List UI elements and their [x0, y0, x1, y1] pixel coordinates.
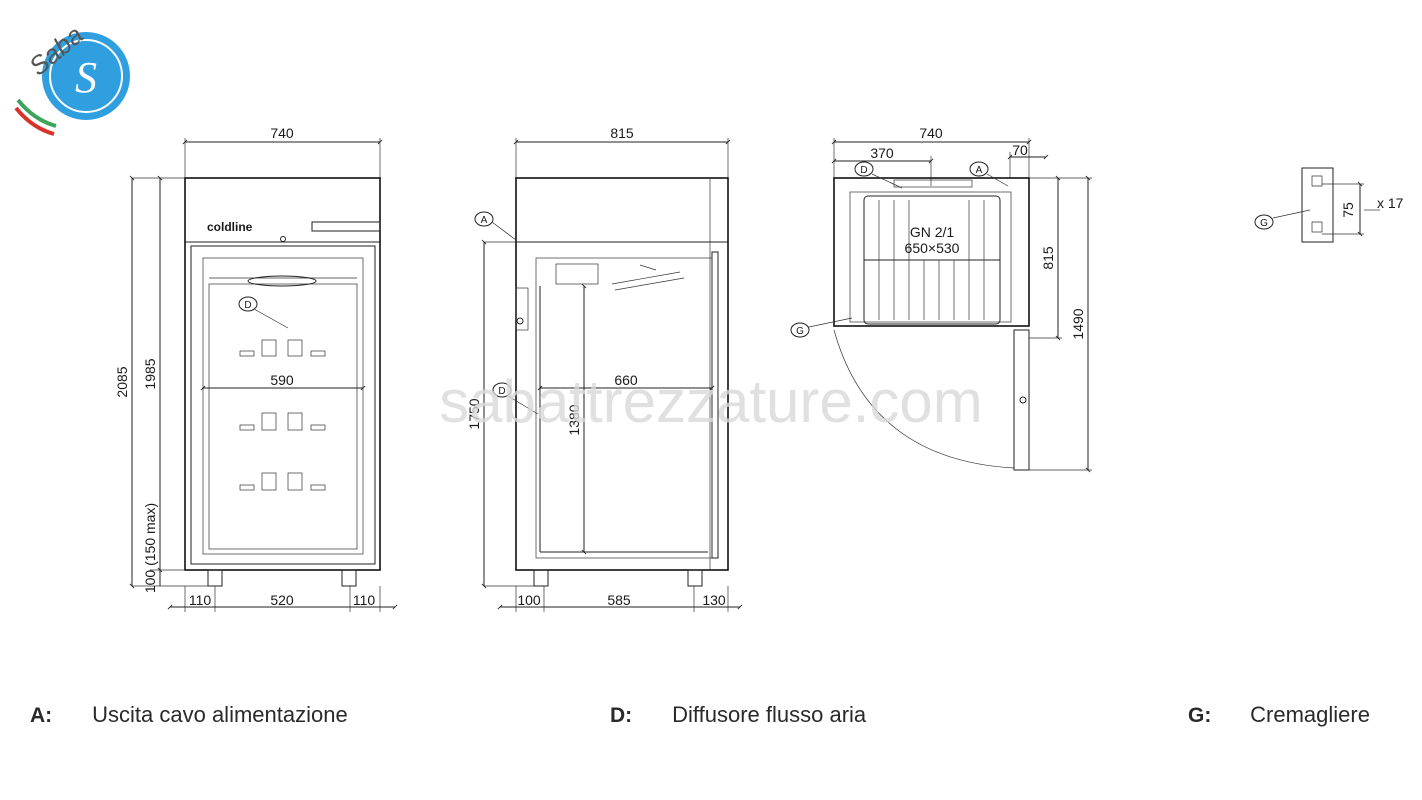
logo-circle: [42, 32, 130, 120]
side-inner-height-label: 1380: [566, 404, 582, 435]
top-diffuser: [893, 179, 973, 188]
side-evaporator: [555, 263, 599, 285]
side-foot-left: [533, 569, 549, 587]
logo-red-stripe: [14, 106, 55, 136]
side-label-a: A: [481, 215, 488, 226]
front-bottom-left-label: 110: [189, 592, 212, 608]
top-depth-open-label: 1490: [1070, 308, 1086, 339]
front-feet-height-label: 100 (150 max): [142, 503, 158, 593]
top-label-d: D: [860, 165, 867, 176]
rack-pitch-label: 75: [1340, 202, 1356, 218]
top-view: 740 370 70 GN 2/1 650×530 D A G: [790, 125, 1092, 473]
front-door: [190, 245, 376, 565]
top-grid-label-1: GN 2/1: [910, 224, 955, 240]
top-cabinet: [833, 177, 1030, 327]
legend-key-d: D:: [610, 704, 633, 727]
front-bottom-mid-label: 520: [270, 592, 294, 608]
front-width-label: 740: [270, 125, 294, 141]
rack-label-g: G: [1260, 218, 1268, 229]
front-foot-left: [207, 569, 223, 587]
side-height-label: 1750: [466, 398, 482, 429]
rack-detail: 75 x 17 G: [1254, 167, 1404, 243]
top-half-width-label: 370: [870, 145, 894, 161]
rack-label-g-bubble: [1254, 214, 1274, 230]
legend-text-d: Diffusore flusso aria: [672, 702, 867, 727]
top-label-d-bubble: [854, 161, 874, 177]
legend-key-g: G:: [1188, 704, 1212, 727]
legend-text-g: Cremagliere: [1250, 702, 1370, 727]
top-door-swing: [833, 329, 1015, 469]
top-label-g-bubble: [790, 322, 810, 338]
top-grid-bars: [878, 200, 985, 320]
side-bottom-right-label: 130: [702, 592, 726, 608]
saba-logo: S Saba: [14, 19, 130, 136]
front-view: 740 coldline 590 D 2085: [114, 125, 398, 612]
rack-strip: [1301, 167, 1334, 243]
side-depth-label: 815: [610, 125, 634, 141]
front-label-d: D: [244, 300, 251, 311]
front-foot-right: [341, 569, 357, 587]
side-bottom-left-label: 100: [517, 592, 541, 608]
top-door-open: [1013, 329, 1030, 471]
logo-green-stripe: [16, 98, 57, 128]
side-inner-chamber: [535, 257, 713, 559]
side-cabinet: [515, 177, 729, 571]
front-control-panel: [311, 221, 381, 232]
logo-mark: S: [75, 53, 97, 102]
side-inner-depth-label: 660: [614, 372, 638, 388]
front-height-total-label: 2085: [114, 366, 130, 397]
side-label-d-bubble: [492, 382, 512, 398]
side-view: 815 660 1380 1750 A D: [466, 125, 743, 612]
legend-item-a: A: Uscita cavo alimentazione: [30, 702, 348, 728]
front-height-body-label: 1985: [142, 358, 158, 389]
front-cabinet: [184, 177, 381, 571]
top-grid-label-2: 650×530: [905, 240, 960, 256]
rack-count-label: x 17: [1377, 195, 1404, 211]
front-inner-width-label: 590: [270, 372, 294, 388]
side-bottom-mid-label: 585: [607, 592, 631, 608]
front-diffuser-grilles: [239, 339, 326, 491]
legend-item-g: G: Cremagliere: [1188, 702, 1370, 728]
side-label-a-bubble: [474, 211, 494, 227]
front-brand: coldline: [207, 220, 253, 234]
front-label-d-bubble: [238, 296, 258, 312]
side-foot-right: [687, 569, 703, 587]
legend-item-d: D: Diffusore flusso aria: [610, 702, 866, 728]
top-width-label: 740: [919, 125, 943, 141]
side-label-d: D: [498, 386, 505, 397]
legend-key-a: A:: [30, 704, 53, 727]
top-label-a-bubble: [969, 161, 989, 177]
front-bottom-right-label: 110: [353, 592, 376, 608]
legend-text-a: Uscita cavo alimentazione: [92, 702, 348, 727]
logo-ring: [49, 39, 123, 113]
top-label-g: G: [796, 326, 804, 337]
top-depth-label: 815: [1040, 246, 1056, 270]
top-offset-label: 70: [1012, 142, 1028, 158]
top-label-a: A: [976, 165, 983, 176]
watermark: sabattrezzature.com: [439, 368, 983, 435]
